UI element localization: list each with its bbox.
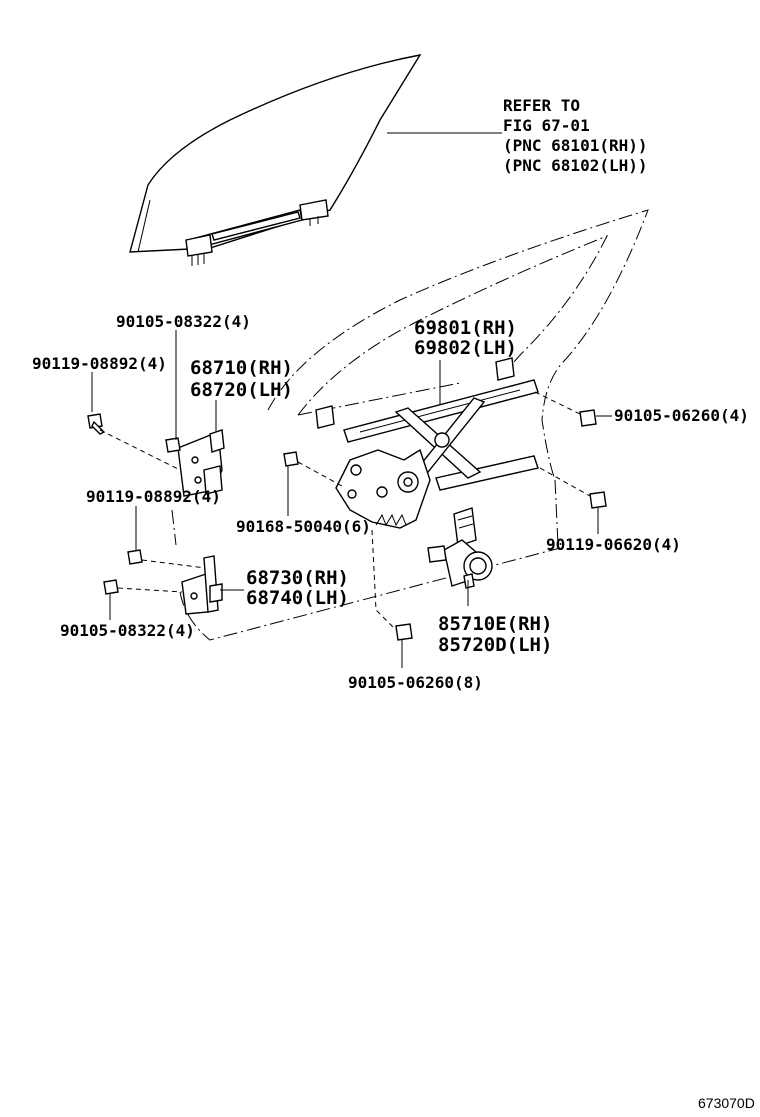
label-90105-06260-right: 90105-06260(4)	[614, 406, 749, 425]
bolt-path-90119-06620	[539, 467, 591, 497]
label-90119-08892-upper: 90119-08892(4)	[32, 354, 167, 373]
regulator-bolt-left	[283, 451, 299, 467]
label-90119-06620: 90119-06620(4)	[546, 535, 681, 554]
glass-ref-line4: (PNC 68102(LH))	[503, 156, 648, 175]
regulator-motor	[427, 507, 493, 589]
label-90105-06260-bottom: 90105-06260(8)	[348, 673, 483, 692]
regulator-bolt-bottom	[395, 623, 413, 641]
door-glass	[129, 54, 422, 266]
hinge-bolt-lower-b	[103, 579, 119, 595]
label-85720d-lh: 85720D(LH)	[438, 634, 552, 656]
figure-id: 673070D	[698, 1095, 755, 1111]
label-68730-rh: 68730(RH)	[246, 567, 349, 589]
regulator-bolt-right-lower	[589, 491, 607, 509]
bolt-path-90105-06260-right	[534, 391, 581, 415]
bolt-path-lower-a	[141, 559, 206, 569]
label-69801-rh: 69801(RH)	[414, 317, 517, 339]
label-90105-08322-lower: 90105-08322(4)	[60, 621, 195, 640]
lower-hinge	[181, 555, 223, 615]
window-regulator	[315, 357, 539, 529]
label-68720-lh: 68720(LH)	[190, 379, 293, 401]
hinge-bolt-lower-a	[127, 549, 143, 565]
label-90119-08892-lower: 90119-08892(4)	[86, 487, 221, 506]
bolt-path-90105-06260-bottom	[371, 529, 397, 631]
hinge-bolt-upper-b	[165, 437, 181, 453]
glass-ref-line3: (PNC 68101(RH))	[503, 136, 648, 155]
label-68740-lh: 68740(LH)	[246, 587, 349, 609]
bolt-path-upper	[99, 429, 181, 471]
label-68710-rh: 68710(RH)	[190, 357, 293, 379]
regulator-bolt-right-upper	[579, 409, 597, 427]
glass-ref-line2: FIG 67-01	[503, 116, 590, 135]
bolt-path-90168	[297, 461, 343, 487]
bolt-path-lower-b	[117, 587, 183, 593]
upper-hinge	[177, 429, 225, 497]
glass-ref-line1: REFER TO	[503, 96, 580, 115]
label-90105-08322-upper: 90105-08322(4)	[116, 312, 251, 331]
label-90168-50040: 90168-50040(6)	[236, 517, 371, 536]
label-69802-lh: 69802(LH)	[414, 337, 517, 359]
label-85710e-rh: 85710E(RH)	[438, 613, 552, 635]
